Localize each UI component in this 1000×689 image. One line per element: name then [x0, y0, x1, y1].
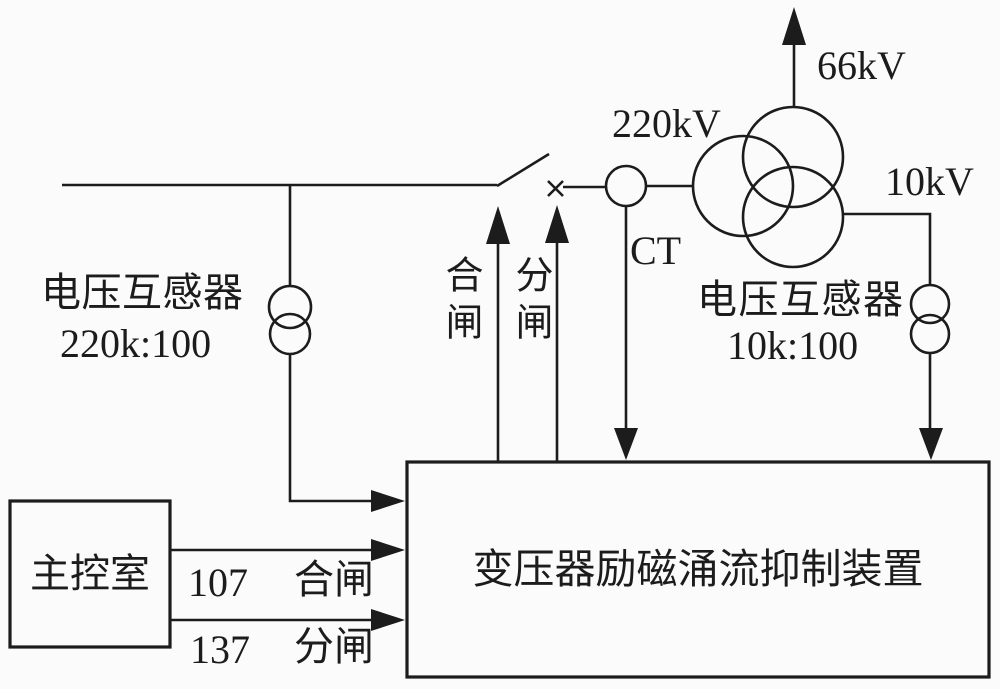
ct-to-device-arrow [614, 206, 638, 460]
pt-right-icon [909, 283, 951, 355]
mv-output-label: 10kV [885, 159, 974, 204]
pt-left-name-label: 电压互感器 [41, 270, 244, 315]
pt-right-to-device-arrow [919, 352, 943, 460]
ct-label: CT [630, 228, 682, 273]
signal-open-label: 分闸 [294, 624, 374, 669]
current-transformer-icon [604, 164, 648, 208]
mv-output-line [843, 212, 932, 286]
bus-voltage-label: 220kV [612, 101, 721, 146]
pt-left-to-device-arrow [288, 353, 405, 512]
signal-open-arrow [170, 609, 405, 631]
transformer-winding-left [691, 134, 795, 238]
signal-open-number: 137 [190, 627, 250, 672]
open-command-arrow [545, 205, 569, 462]
close-command-arrow [486, 206, 510, 462]
device-box [405, 460, 991, 679]
hv-output-label: 66kV [817, 43, 906, 88]
hv-output-arrow [782, 7, 806, 107]
disconnector-blade [496, 152, 550, 188]
close-command-label: 合闸 [439, 255, 481, 349]
control-room-box [8, 499, 172, 649]
pt-left-ratio-label: 220k:100 [60, 321, 212, 366]
pt-right-ratio-label: 10k:100 [727, 323, 859, 368]
pt-left-icon [267, 284, 313, 356]
control-room-label: 主控室 [30, 551, 150, 596]
pt-right-name-label: 电压互感器 [697, 277, 905, 322]
device-box-label: 变压器励磁涌流抑制装置 [472, 545, 924, 592]
signal-close-label: 合闸 [294, 557, 374, 602]
open-command-label: 分闸 [509, 255, 551, 349]
breaker-contact-x-icon [547, 180, 564, 197]
signal-close-number: 107 [188, 560, 248, 605]
signal-close-arrow [170, 539, 405, 561]
transformer-winding-bottom [741, 165, 845, 269]
